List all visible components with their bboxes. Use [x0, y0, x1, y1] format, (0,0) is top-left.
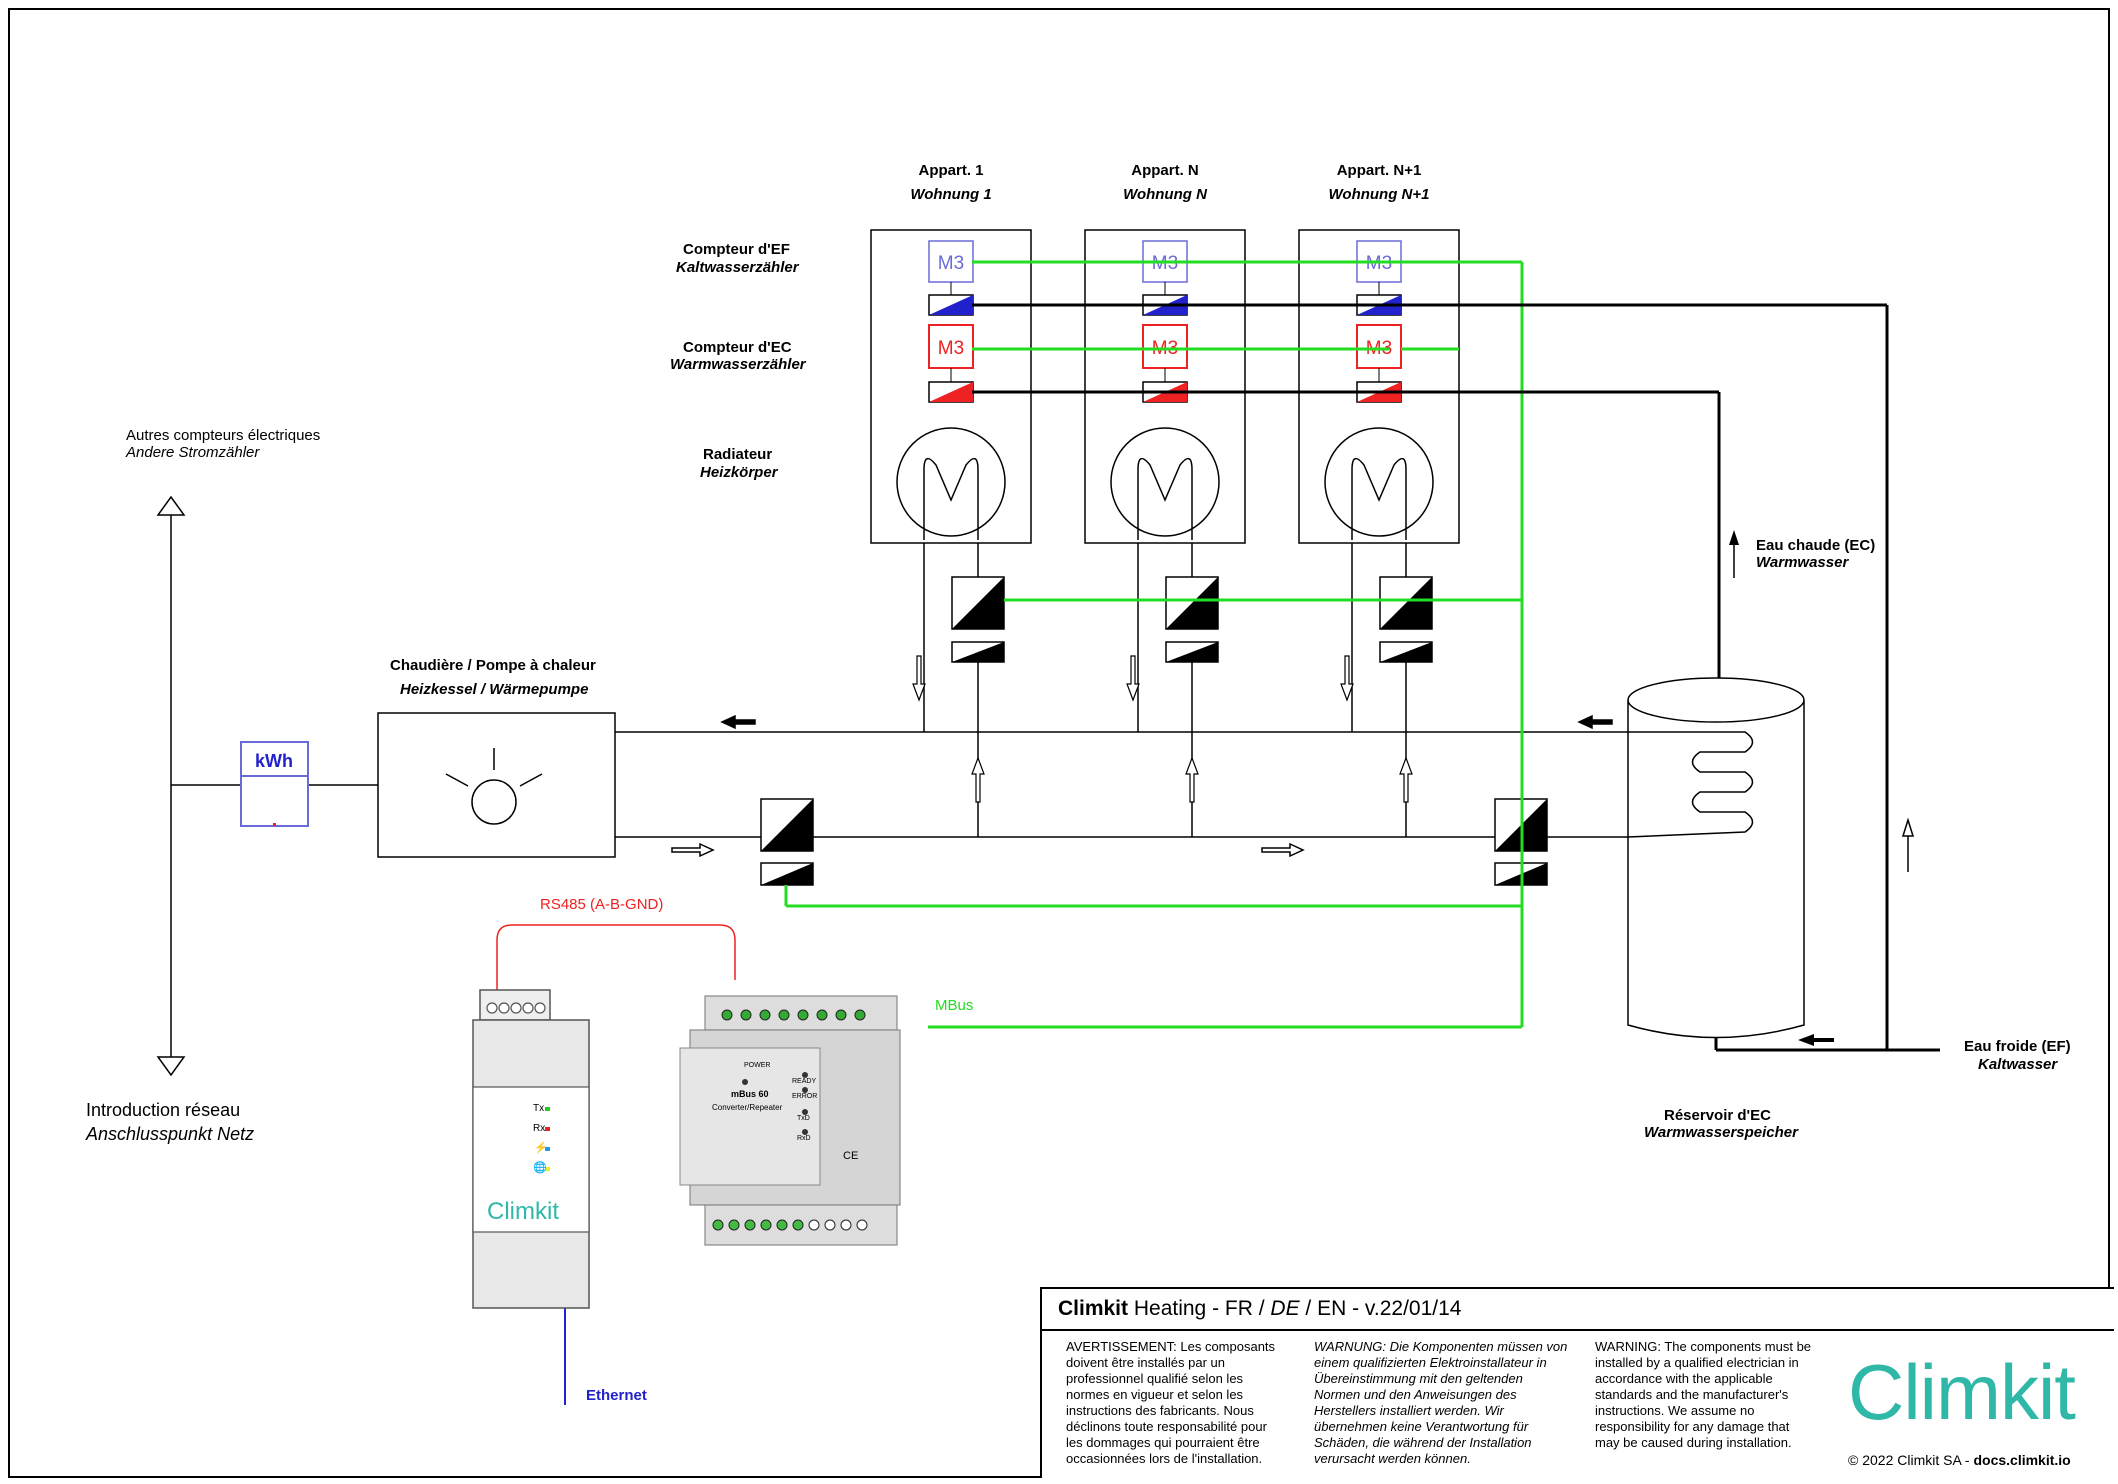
power-icon: ⚡: [534, 1142, 548, 1154]
flow-arrows: [671, 714, 1613, 858]
hot-water-label-fr: Eau chaude (EC): [1756, 537, 1876, 554]
other-meters-label-fr: Autres compteurs électriques: [126, 427, 321, 444]
tank-label-de: Warmwasserspeicher: [1644, 1124, 1798, 1141]
radiator-label-de: Heizkörper: [700, 464, 778, 481]
mbus-label: MBus: [935, 997, 974, 1014]
cold-meter-label-fr: Compteur d'EF: [683, 241, 790, 258]
cold-water-arrow: [1798, 1034, 1834, 1046]
apartment-label-fr: Appart. N+1: [1336, 162, 1422, 179]
title-part-2: / EN - v.22/01/14: [1299, 1297, 1462, 1320]
cold-meter-symbol: M3: [938, 253, 964, 274]
hot-water-label-de: Warmwasser: [1756, 554, 1849, 571]
boiler-label-fr: Chaudière / Pompe à chaleur: [390, 657, 596, 674]
boiler-label-de: Heizkessel / Wärmepumpe: [400, 681, 589, 698]
title-block: Climkit Heating - FR / DE / EN - v.22/01…: [1040, 1287, 2114, 1478]
boiler: [377, 712, 616, 858]
water-lines: [972, 303, 1940, 1052]
radiator-label-fr: Radiateur: [703, 446, 773, 463]
climkit-gateway: [472, 989, 590, 1309]
cold-water-label-de: Kaltwasser: [1978, 1056, 2058, 1073]
rs485-label: RS485 (A-B-GND): [540, 896, 664, 913]
gateway-brand: Climkit: [487, 1198, 559, 1225]
converter-led-power: POWER: [744, 1062, 771, 1069]
cold-meter-label-de: Kaltwasserzähler: [676, 259, 799, 276]
kwh-label: kWh: [255, 751, 293, 771]
climkit-logo: Climkit: [1848, 1348, 2076, 1436]
mbus-lines: [784, 260, 1524, 1029]
warning-en: WARNING: The components must be installe…: [1595, 1339, 1812, 1450]
grid-arrow-up: [156, 495, 186, 516]
other-meters-label-de: Andere Stromzähler: [126, 444, 260, 461]
apartment-label-de: Wohnung N: [1123, 186, 1207, 203]
main-valve-left: [760, 798, 814, 886]
cold-riser-arrow: [1901, 817, 1915, 872]
grid-label-de: Anschlusspunkt Netz: [86, 1124, 255, 1144]
warning-fr: AVERTISSEMENT: Les composants doivent êt…: [1066, 1339, 1276, 1466]
grid-arrow-down: [156, 1056, 186, 1077]
globe-icon: 🌐: [533, 1162, 547, 1174]
converter-ce: CE: [843, 1150, 859, 1162]
title-brand: Climkit: [1058, 1297, 1129, 1320]
mbus-converter: [679, 995, 901, 1246]
hot-water-arrow: [1729, 530, 1739, 578]
cold-water-label-fr: Eau froide (EF): [1964, 1038, 2071, 1055]
warning-de: WARNUNG: Die Komponenten müssen von eine…: [1314, 1339, 1568, 1466]
title-line: Climkit Heating - FR / DE / EN - v.22/01…: [1042, 1289, 2114, 1331]
electric-meter: kWh: [240, 741, 309, 827]
apartment-label-de: Wohnung N+1: [1328, 186, 1430, 203]
hot-meter-symbol: M3: [938, 338, 964, 359]
hot-meter-label-fr: Compteur d'EC: [683, 339, 792, 356]
grid-label-fr: Introduction réseau: [86, 1100, 241, 1120]
converter-subtitle: Converter/Repeater: [712, 1103, 783, 1112]
hot-water-tank: [1627, 677, 1805, 1039]
rs485-cable: [496, 924, 736, 990]
converter-led-rxd: RxD: [797, 1135, 811, 1142]
gateway-led-rx: Rx: [533, 1123, 546, 1134]
apartment-label-fr: Appart. N: [1131, 162, 1199, 179]
gateway-led-tx: Tx: [533, 1103, 545, 1114]
title-part-1: Heating - FR /: [1128, 1297, 1271, 1320]
tank-label-fr: Réservoir d'EC: [1664, 1107, 1771, 1124]
document-title: Climkit Heating - FR / DE / EN - v.22/01…: [1058, 1297, 1461, 1321]
copyright: © 2022 Climkit SA - docs.climkit.io: [1848, 1452, 2071, 1468]
apartment-label-de: Wohnung 1: [910, 186, 992, 203]
docs-link[interactable]: docs.climkit.io: [1973, 1452, 2071, 1468]
ethernet-label: Ethernet: [586, 1387, 647, 1404]
converter-led-ready: READY: [792, 1078, 817, 1085]
copyright-text: © 2022 Climkit SA -: [1848, 1452, 1974, 1468]
converter-led-txd: TxD: [797, 1115, 810, 1122]
hot-meter-label-de: Warmwasserzähler: [670, 356, 806, 373]
converter-model: mBus 60: [731, 1089, 769, 1099]
apartment-label-fr: Appart. 1: [918, 162, 984, 179]
converter-led-error: ERROR: [792, 1093, 818, 1100]
title-de: DE: [1270, 1297, 1300, 1320]
